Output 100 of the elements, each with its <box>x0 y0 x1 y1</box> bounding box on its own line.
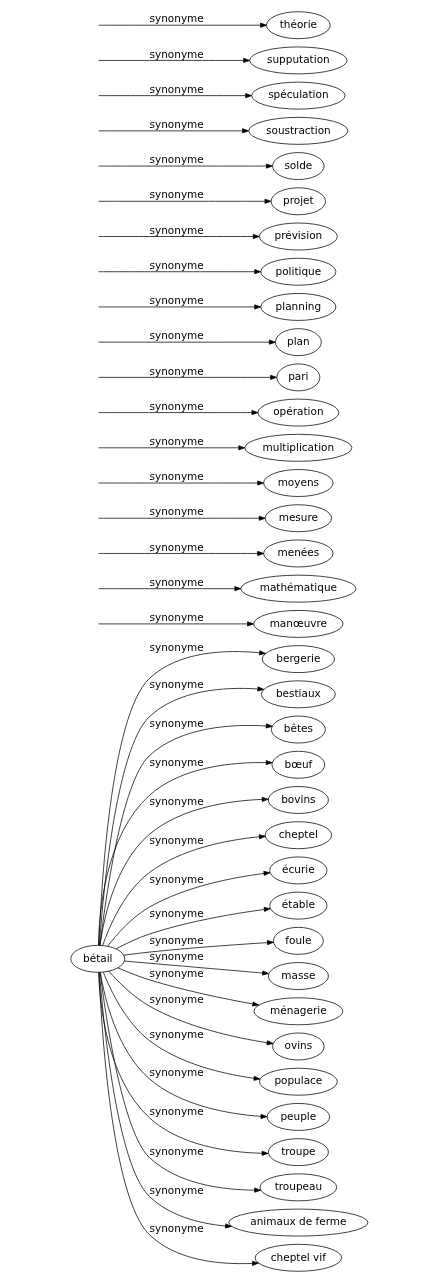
edge-label: synonyme <box>149 82 204 95</box>
node-ellipse: cheptel <box>264 821 332 850</box>
edge-label: synonyme <box>149 399 204 412</box>
edge-label: synonyme <box>149 575 204 588</box>
arrow <box>98 760 273 946</box>
node-ellipse: soustraction <box>248 117 349 145</box>
edge-label: synonyme <box>149 795 204 808</box>
arrow <box>99 723 273 946</box>
node-ellipse: manœuvre <box>253 610 344 638</box>
arrow <box>99 796 269 946</box>
edge-label: synonyme <box>149 872 204 885</box>
edge-label: synonyme <box>149 641 204 654</box>
arrow <box>98 339 276 345</box>
node-ellipse: solde <box>272 152 325 180</box>
node-ellipse: plan <box>275 328 322 356</box>
edge-label: synonyme <box>149 47 204 60</box>
edge-label: synonyme <box>149 611 204 624</box>
edge-label: synonyme <box>149 1027 204 1040</box>
arrow <box>98 374 277 380</box>
node-ellipse: écurie <box>269 856 328 885</box>
arrow <box>115 907 271 950</box>
arrow <box>98 972 259 1266</box>
node-ellipse: politique <box>260 257 337 286</box>
edge-label: synonyme <box>149 834 204 847</box>
edge-label: synonyme <box>149 716 204 729</box>
edge-label: synonyme <box>149 540 204 553</box>
edge-label: synonyme <box>149 755 204 768</box>
edge-label: synonyme <box>149 505 204 518</box>
edge-label: synonyme <box>149 966 204 979</box>
node-ellipse: troupe <box>267 1138 329 1166</box>
arrow <box>98 304 262 310</box>
edge-label: synonyme <box>149 678 204 691</box>
node-ellipse: mesure <box>264 504 332 533</box>
arrow <box>98 269 262 275</box>
arrow <box>107 870 271 947</box>
node-ellipse: supputation <box>249 46 348 75</box>
arrow <box>98 234 260 239</box>
arrow <box>98 621 254 627</box>
arrow <box>98 22 267 28</box>
edge-label: synonyme <box>149 1183 204 1196</box>
edge-label: synonyme <box>149 188 204 201</box>
node-ellipse: cheptel vif <box>254 1243 342 1272</box>
arrow <box>98 57 250 63</box>
arrow <box>123 940 274 956</box>
arrow <box>98 93 252 99</box>
edge-label: synonyme <box>149 993 204 1006</box>
edge-label: synonyme <box>149 1065 204 1078</box>
node-ellipse: mathématique <box>240 574 357 603</box>
edge-label: synonyme <box>149 364 204 377</box>
arrow <box>102 834 266 946</box>
node-ellipse: animaux de ferme <box>228 1208 369 1237</box>
node-ellipse: bêtes <box>271 715 326 744</box>
edge-label: synonyme <box>149 950 204 963</box>
arrow <box>102 971 261 1081</box>
arrow <box>98 163 273 169</box>
arrow <box>98 445 246 451</box>
node-ellipse: étable <box>269 891 328 920</box>
node-ellipse: troupeau <box>259 1173 338 1202</box>
node-ellipse: multiplication <box>244 433 353 462</box>
node-ellipse: ovins <box>272 1032 325 1061</box>
node-ellipse: bestiaux <box>261 680 336 709</box>
edge-label: synonyme <box>149 118 204 131</box>
arrow <box>98 972 269 1156</box>
node-ellipse: théorie <box>266 11 331 40</box>
arrow <box>98 198 272 204</box>
arrow <box>98 586 242 592</box>
arrow <box>98 551 264 556</box>
arrow <box>108 970 274 1046</box>
edge-label: synonyme <box>149 1221 204 1234</box>
arrow <box>98 515 266 521</box>
arrow <box>98 480 264 486</box>
node-ellipse: menées <box>263 539 334 568</box>
arrow <box>99 972 262 1193</box>
arrow <box>117 967 260 1007</box>
edge-label: synonyme <box>149 470 204 483</box>
edge-label: synonyme <box>149 434 204 447</box>
edge-label: synonyme <box>149 329 204 342</box>
node-ellipse: planning <box>260 293 337 321</box>
node-ellipse: projet <box>270 187 326 216</box>
node-ellipse: spéculation <box>251 81 346 110</box>
arrow <box>99 972 268 1119</box>
arrow <box>98 128 249 134</box>
edge-label: synonyme <box>149 12 204 25</box>
node-ellipse: moyens <box>263 469 334 497</box>
edge-label: synonyme <box>149 258 204 271</box>
node-ellipse: bovins <box>267 786 329 814</box>
edge-label: synonyme <box>149 294 204 307</box>
node-ellipse: masse <box>267 962 329 990</box>
node-ellipse: bétail <box>70 944 126 973</box>
arrow <box>98 410 259 416</box>
node-ellipse: opération <box>257 398 340 427</box>
node-ellipse: peuple <box>266 1103 330 1131</box>
edge-label: synonyme <box>149 933 204 946</box>
edge-label: synonyme <box>149 907 204 920</box>
node-ellipse: foule <box>273 927 324 955</box>
edge-label: synonyme <box>149 1144 204 1157</box>
edge-label: synonyme <box>149 223 204 236</box>
arrow <box>123 960 269 976</box>
node-ellipse: populace <box>259 1067 338 1096</box>
edge-label: synonyme <box>149 153 204 166</box>
